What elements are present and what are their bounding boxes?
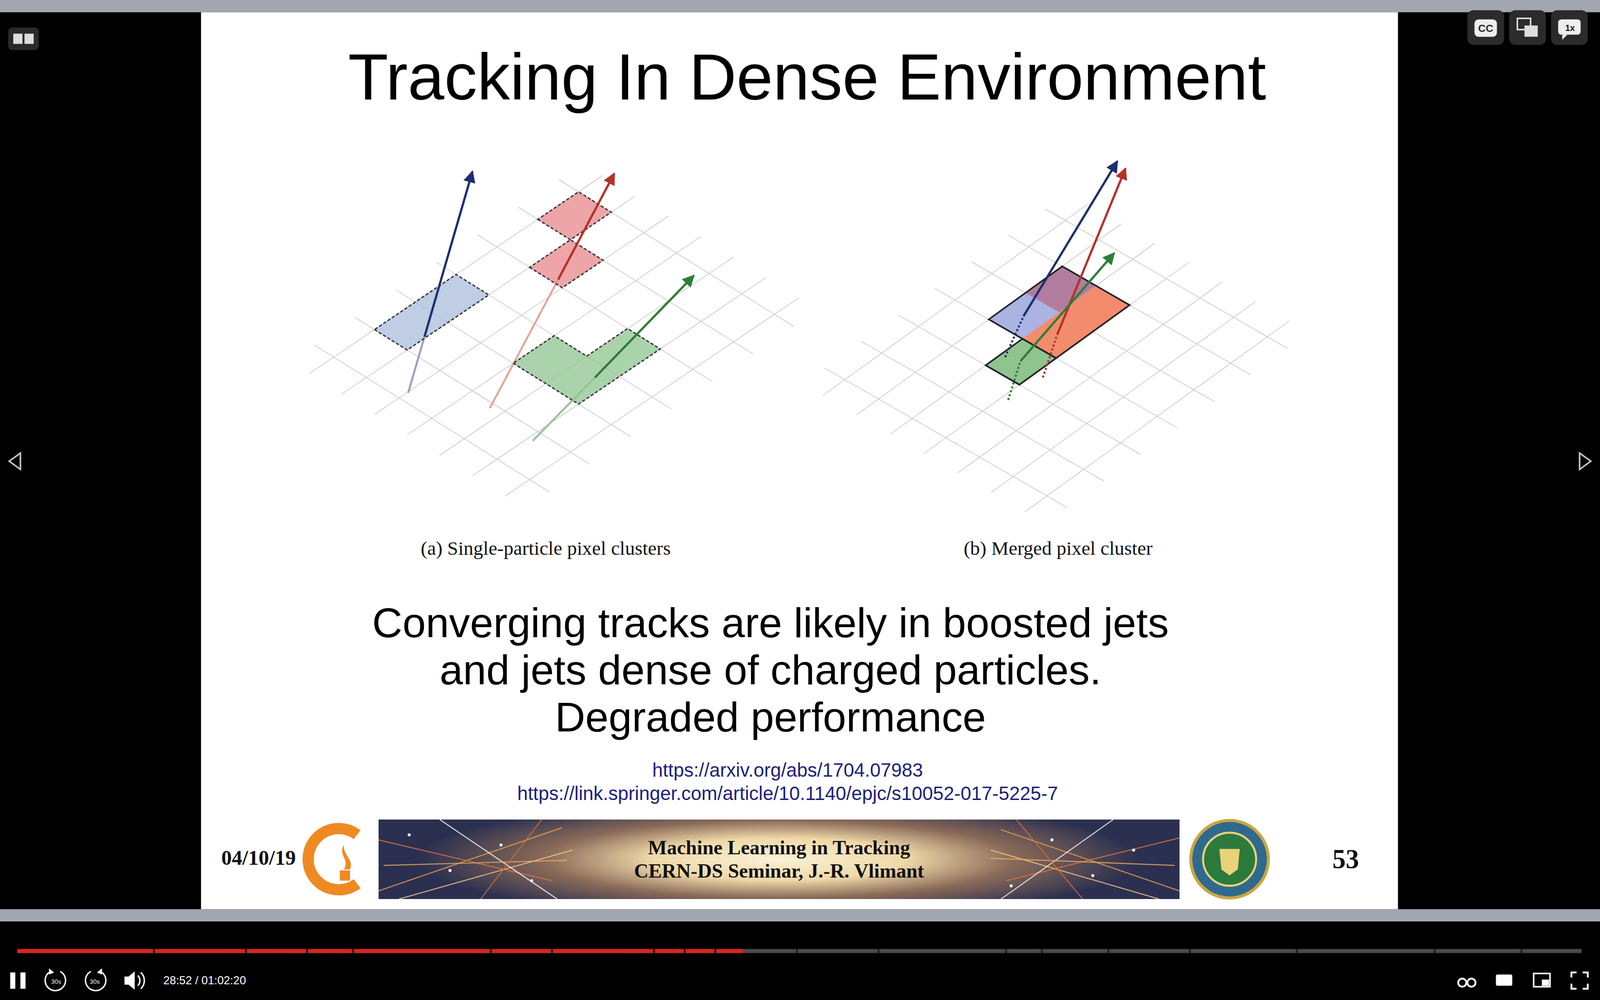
skip-label: 30s <box>51 978 62 986</box>
institution-logo <box>308 828 358 890</box>
slide <box>200 12 1399 910</box>
light-ray <box>990 850 1160 900</box>
speed-button <box>1550 10 1588 45</box>
pause-icon <box>20 972 26 989</box>
skip-label: 30s <box>90 978 100 986</box>
slide-number: 53 <box>1332 843 1360 875</box>
figure-caption: (b) Merged pixel cluster <box>963 537 1153 560</box>
volume-icon <box>137 972 145 989</box>
track-arrow <box>594 275 694 378</box>
forward-icon <box>85 971 106 991</box>
banner-text: Machine Learning in Tracking <box>648 836 910 860</box>
light-dot <box>1050 838 1054 842</box>
light-ray <box>480 819 542 900</box>
light-ray <box>383 860 568 866</box>
light-dot <box>499 843 503 847</box>
track-arrow <box>1023 161 1118 317</box>
keyboard-icon <box>1495 974 1512 986</box>
search-icon <box>1467 978 1476 987</box>
light-ray <box>1000 829 1180 891</box>
light-dot <box>1009 884 1013 888</box>
pixel-grid <box>289 162 819 509</box>
pixel-cluster <box>513 328 661 405</box>
merged-cluster <box>988 266 1130 359</box>
banner-art <box>378 819 1180 900</box>
track-arrow <box>558 173 615 280</box>
logo-arc <box>308 828 358 890</box>
light-dot <box>407 833 411 837</box>
light-ray <box>378 840 552 881</box>
logo-torch <box>340 870 350 881</box>
seal-shield <box>1219 849 1240 876</box>
progress-track <box>17 949 1582 954</box>
banner-text: CERN-DS Seminar, J.-R. Vlimant <box>633 859 924 883</box>
translate-button <box>1509 10 1546 45</box>
pixel-grid <box>802 192 1310 524</box>
rewind-icon <box>49 968 55 975</box>
speed-icon <box>1558 19 1581 35</box>
speed-label: 1x <box>1565 22 1575 34</box>
figure-b <box>802 161 1310 524</box>
progress-ticks <box>152 949 1523 954</box>
seal-ring <box>1190 820 1269 899</box>
pause-icon <box>10 972 16 989</box>
light-dot <box>530 879 533 882</box>
figure-a <box>289 162 819 509</box>
light-dot <box>448 869 452 872</box>
fullscreen-icon <box>1571 972 1588 989</box>
layout-icon <box>24 33 34 44</box>
doe-seal <box>1190 820 1269 899</box>
cc-icon <box>1474 19 1497 37</box>
light-ray <box>990 858 1175 866</box>
next-arrow <box>1579 452 1591 470</box>
footer-banner: Machine Learning in TrackingCERN-DS Semi… <box>378 819 1180 900</box>
translate-icon <box>1524 25 1538 38</box>
forward-icon <box>97 968 103 975</box>
progress-played <box>17 949 743 954</box>
seal-center <box>1202 832 1256 886</box>
search-icon <box>1458 978 1467 987</box>
track-arrow <box>1020 252 1115 361</box>
light-ray <box>378 827 563 891</box>
layout-icon <box>13 33 23 44</box>
pixel-cluster <box>985 338 1057 385</box>
logo-flame <box>341 844 351 870</box>
slide-title: Tracking In Dense Environment <box>348 39 1267 115</box>
light-ray <box>440 819 558 900</box>
light-ray <box>1016 819 1083 900</box>
top-strip <box>0 0 1600 13</box>
light-dot <box>1091 874 1095 878</box>
light-dot <box>1131 848 1135 852</box>
time-display: 28:52 / 01:02:20 <box>163 973 246 988</box>
cc-label: CC <box>1478 22 1494 35</box>
reference-link: https://arxiv.org/abs/1704.07983 <box>652 759 924 781</box>
volume-icon <box>124 971 135 990</box>
slide-body-text: Converging tracks are likely in boosted … <box>363 599 1178 741</box>
figure-caption: (a) Single-particle pixel clusters <box>420 537 671 560</box>
cc-button <box>1467 10 1504 45</box>
slide-date: 04/10/19 <box>221 845 296 870</box>
prev-arrow <box>9 452 21 470</box>
pip-icon <box>1541 979 1550 986</box>
pip-icon <box>1533 973 1550 987</box>
bottom-strip <box>0 909 1600 922</box>
speed-icon <box>1562 34 1568 40</box>
track-arrow <box>1057 168 1126 335</box>
track-hidden <box>1008 361 1021 400</box>
light-ray <box>1006 838 1180 881</box>
layout-button <box>8 27 39 50</box>
track-hidden <box>1005 316 1024 358</box>
rewind-icon <box>45 971 66 991</box>
track-arrow <box>424 171 473 337</box>
reference-link: https://link.springer.com/article/10.114… <box>517 782 1059 805</box>
player-controls <box>8 10 1591 991</box>
track-hidden <box>1042 334 1058 378</box>
